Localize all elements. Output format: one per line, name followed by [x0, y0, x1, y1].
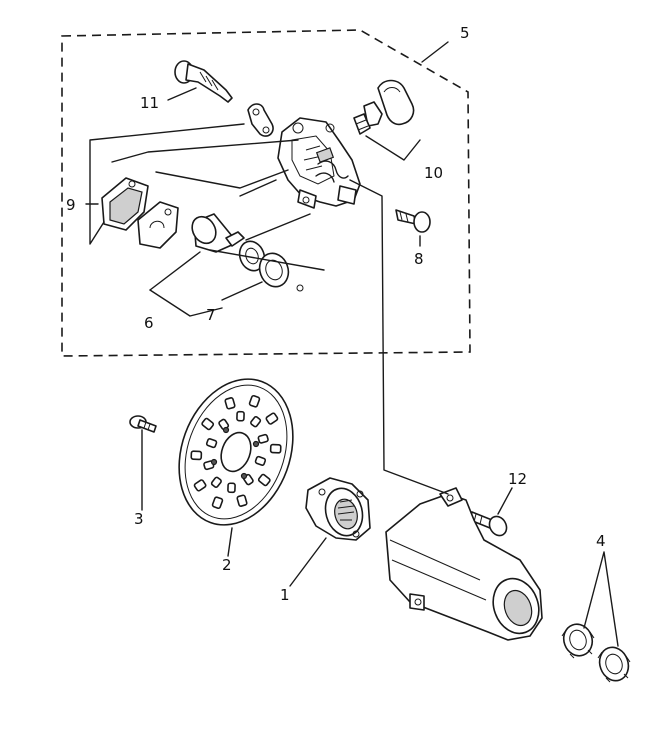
label-2: 2 [222, 556, 232, 574]
part-7-seals [238, 240, 290, 288]
label-9: 9 [66, 196, 76, 214]
disc-slot [193, 479, 207, 492]
disc-slot [201, 417, 215, 431]
disc-slot [265, 412, 279, 425]
disc-slot [190, 450, 203, 461]
retainer-clip [296, 284, 304, 292]
part-11-pin-bolt [174, 60, 233, 103]
disc-slots [190, 394, 282, 510]
part-6-piston [191, 213, 245, 253]
disc-slot [236, 494, 248, 507]
caliper-bracket [385, 487, 543, 641]
part-3-disc-bolt [129, 415, 157, 433]
caliper-assembly-boundary [61, 29, 471, 357]
disc-slot [205, 438, 218, 449]
disc-slot [257, 433, 269, 444]
label-1: 1 [280, 586, 290, 604]
disc-slot [210, 476, 222, 488]
part-1-hub [305, 477, 371, 541]
leader-lines [85, 41, 619, 647]
label-5: 5 [460, 24, 470, 42]
disc-slot [248, 394, 261, 408]
caliper-body [277, 117, 361, 209]
part-2-brake-disc [178, 378, 294, 526]
label-8: 8 [414, 250, 424, 268]
label-4: 4 [596, 532, 606, 550]
part-labels: 5 11 9 10 8 6 7 12 3 2 1 4 [66, 24, 606, 604]
label-7: 7 [206, 306, 216, 324]
disc-slot [224, 397, 236, 410]
pin-clip [247, 103, 274, 137]
disc-slot [250, 416, 262, 428]
disc-slot [269, 443, 282, 454]
label-3: 3 [134, 510, 144, 528]
label-11: 11 [140, 94, 159, 112]
part-9-brake-pads [101, 177, 179, 249]
disc-slot [211, 496, 224, 510]
part-10-bleed-screw-cap [353, 79, 415, 135]
disc-slot [227, 482, 236, 494]
part-4-nuts [561, 623, 631, 683]
part-8-bolt [395, 209, 431, 233]
label-6: 6 [144, 314, 154, 332]
disc-slot [254, 455, 267, 466]
disc-slot [236, 410, 245, 422]
disc-slot [257, 473, 271, 487]
label-12: 12 [508, 470, 527, 488]
label-10: 10 [424, 164, 443, 182]
